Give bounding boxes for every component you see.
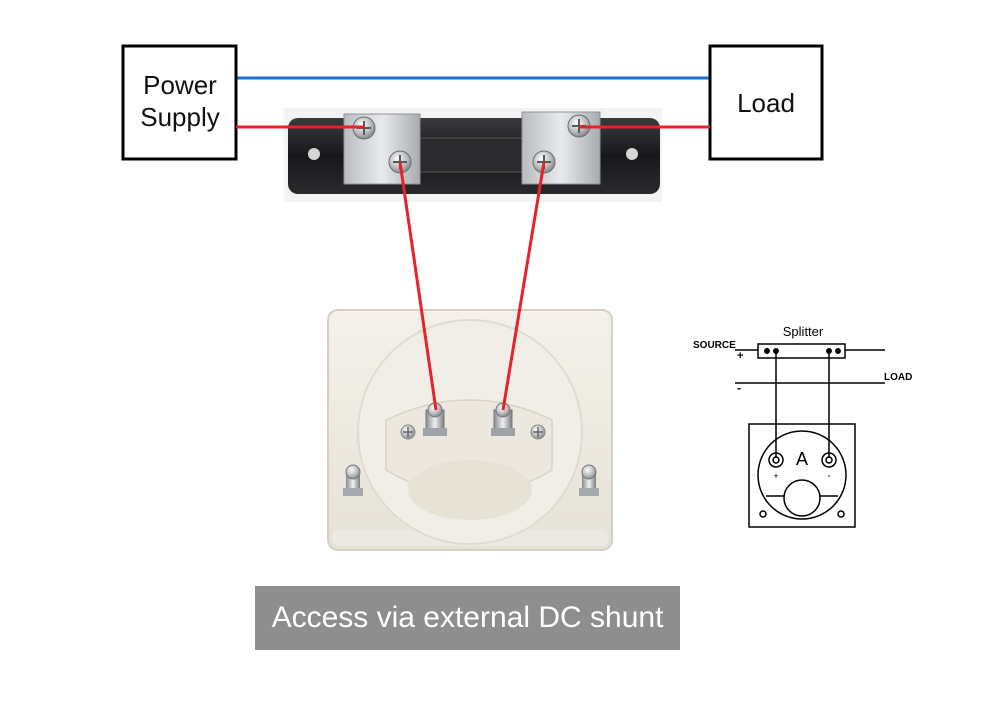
shunt-resistor-strip [417,137,527,173]
meter-minus-sign: - [827,471,830,482]
meter-small-screw-right [530,424,546,440]
splitter-label: Splitter [783,324,824,339]
source-label: SOURCE [693,340,736,351]
wire-shunt-to-meter-left [398,161,438,411]
connection-schematic: Splitter SOURCE + - LOAD A + - [693,324,912,528]
splitter-symbol [757,343,846,359]
wire-shunt-to-meter-right [501,161,546,411]
shunt-mount-hole-left [308,148,320,160]
meter-symbol-box [748,423,856,528]
dc-shunt [284,108,662,202]
positive-wires [236,125,710,411]
meter-corner-stud-left [343,464,363,496]
meter-small-screw-left [400,424,416,440]
power-supply-block: Power Supply [121,44,238,161]
meter-plus-sign: + [773,471,778,481]
shunt-mount-hole-right [626,148,638,160]
meter-symbol-circle [757,430,847,520]
meter-corner-stud-right [579,464,599,496]
ammeter-back [327,309,613,551]
power-supply-label-line1: Power [143,70,217,100]
load-label: Load [737,88,795,118]
source-minus-sign: - [737,381,741,395]
source-plus-sign: + [737,350,743,362]
meter-symbol-letter: A [796,449,808,469]
power-supply-label-line2: Supply [140,102,220,132]
load-schematic-label: LOAD [884,372,912,383]
caption-banner: Access via external DC shunt [255,586,680,650]
load-block: Load [708,44,824,161]
caption-text: Access via external DC shunt [271,601,664,634]
